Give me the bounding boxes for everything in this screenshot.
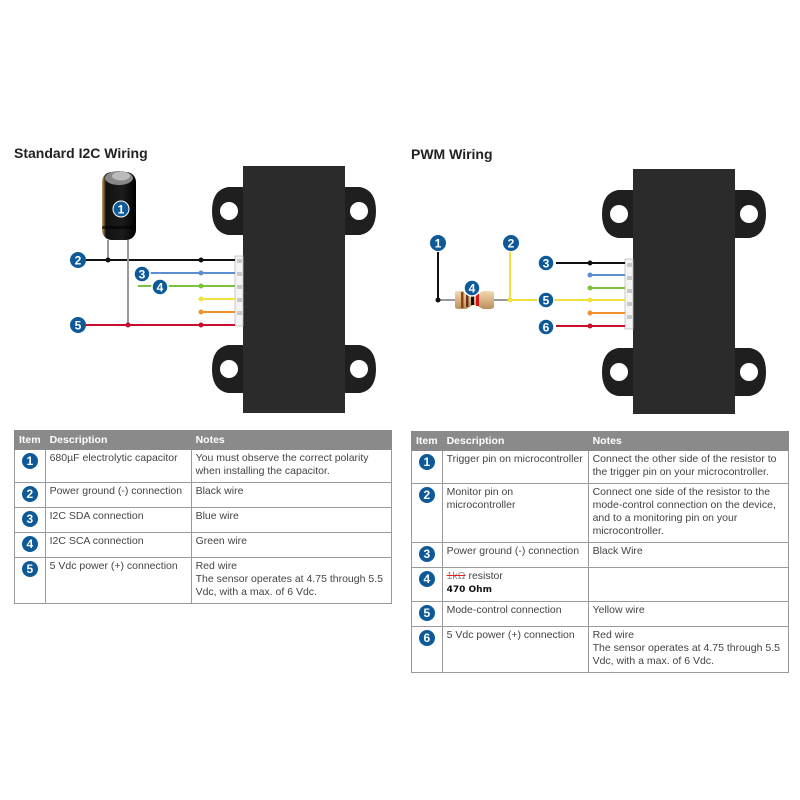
struck-resistor-value: 1kΩ — [446, 570, 466, 582]
row-notes: Black wire — [190, 482, 393, 508]
item-badge: 5 — [21, 561, 38, 577]
callout-badge-2: 2 — [503, 235, 519, 251]
svg-text:2: 2 — [75, 254, 82, 268]
corrected-resistor-value: 470 Ohm — [446, 585, 492, 595]
row-notes: Yellow wire — [587, 601, 790, 627]
row-description: Mode-control connection — [441, 601, 589, 627]
table-row: 2 Monitor pin on microcontroller Connect… — [411, 483, 790, 543]
row-notes: Red wire — [195, 560, 238, 572]
row-notes: Green wire — [190, 532, 393, 558]
row-description: I2C SCA connection — [44, 532, 192, 558]
row-description: 5 Vdc power (+) connection — [44, 557, 192, 604]
pwm-callouts: 1 2 3 4 5 6 — [430, 235, 555, 336]
i2c-callouts: 1 2 3 4 5 — [70, 200, 169, 333]
item-badge: 3 — [21, 511, 38, 527]
row-notes-detail: The sensor operates at 4.75 through 5.5 … — [195, 573, 383, 598]
i2c-wires — [86, 240, 235, 326]
table-row: 3 Power ground (-) connection Black Wire — [411, 542, 790, 568]
callout-badge-3: 3 — [537, 254, 555, 272]
callout-badge-5: 5 — [70, 317, 86, 333]
item-badge: 4 — [418, 571, 435, 587]
item-badge: 4 — [21, 536, 38, 552]
callout-badge-1: 1 — [430, 235, 446, 251]
svg-text:3: 3 — [543, 257, 550, 271]
item-badge: 1 — [418, 454, 435, 470]
pwm-wiring-title: PWM Wiring — [411, 146, 493, 162]
pwm-sensor — [602, 169, 766, 414]
table-row: 4 1kΩ resistor 470 Ohm — [411, 567, 790, 602]
connector-header — [624, 258, 634, 330]
item-badge: 2 — [418, 487, 435, 503]
svg-text:5: 5 — [75, 319, 82, 333]
callout-badge-1: 1 — [112, 200, 130, 218]
table-row: 3 I2C SDA connection Blue wire — [14, 507, 393, 533]
item-badge: 3 — [418, 546, 435, 562]
row-description: 680µF electrolytic capacitor — [44, 449, 192, 483]
row-notes-detail: The sensor operates at 4.75 through 5.5 … — [592, 642, 780, 667]
callout-badge-3: 3 — [133, 265, 151, 283]
i2c-wire-junctions — [105, 257, 204, 328]
svg-text:1: 1 — [118, 203, 125, 217]
header-notes: Notes — [587, 431, 790, 451]
svg-text:4: 4 — [157, 281, 164, 295]
header-item: Item — [14, 430, 46, 450]
row-notes — [587, 567, 790, 602]
row-notes: Black Wire — [587, 542, 790, 568]
svg-text:2: 2 — [508, 237, 515, 251]
callout-badge-5: 5 — [537, 291, 555, 309]
svg-text:5: 5 — [543, 294, 550, 308]
resistor-icon — [455, 291, 494, 309]
item-badge: 2 — [21, 486, 38, 502]
row-description: Power ground (-) connection — [441, 542, 589, 568]
wiring-diagrams: 1 2 3 4 5 1 2 3 4 5 6 — [70, 166, 766, 414]
row-description: Trigger pin on microcontroller — [441, 450, 589, 484]
svg-text:1: 1 — [435, 237, 442, 251]
item-badge: 1 — [21, 453, 38, 469]
table-row: 2 Power ground (-) connection Black wire — [14, 482, 393, 508]
row-description: Monitor pin on microcontroller — [441, 483, 589, 543]
svg-text:4: 4 — [469, 282, 476, 296]
table-row: 4 I2C SCA connection Green wire — [14, 532, 393, 558]
header-description: Description — [44, 430, 192, 450]
header-notes: Notes — [190, 430, 393, 450]
table-row: 1 Trigger pin on microcontroller Connect… — [411, 450, 790, 484]
callout-badge-4: 4 — [463, 279, 481, 297]
row-description: resistor — [465, 570, 503, 582]
header-item: Item — [411, 431, 443, 451]
header-description: Description — [441, 431, 589, 451]
row-description: 5 Vdc power (+) connection — [441, 626, 589, 673]
pwm-wire-junctions — [435, 260, 593, 329]
table-header-row: Item Description Notes — [14, 430, 393, 450]
item-badge: 6 — [418, 630, 435, 646]
svg-text:6: 6 — [543, 321, 550, 335]
table-row: 5 Mode-control connection Yellow wire — [411, 601, 790, 627]
i2c-wiring-title: Standard I2C Wiring — [14, 145, 148, 161]
table-header-row: Item Description Notes — [411, 431, 790, 451]
row-description: I2C SDA connection — [44, 507, 192, 533]
sensor-body — [243, 166, 345, 413]
row-notes: Red wire — [592, 629, 635, 641]
pwm-table: Item Description Notes 1 Trigger pin on … — [411, 431, 790, 673]
item-badge: 5 — [418, 605, 435, 621]
i2c-sensor — [212, 166, 376, 413]
row-notes: Connect the other side of the resistor t… — [587, 450, 790, 484]
sensor-body — [633, 169, 735, 414]
row-notes: Blue wire — [190, 507, 393, 533]
svg-text:3: 3 — [139, 268, 146, 282]
callout-badge-2: 2 — [70, 252, 86, 268]
table-row: 1 680µF electrolytic capacitor You must … — [14, 449, 393, 483]
connector-header — [234, 255, 244, 327]
callout-badge-6: 6 — [537, 318, 555, 336]
row-description: Power ground (-) connection — [44, 482, 192, 508]
i2c-table: Item Description Notes 1 680µF electroly… — [14, 430, 393, 604]
row-notes: You must observe the correct polarity wh… — [190, 449, 393, 483]
row-notes: Connect one side of the resistor to the … — [587, 483, 790, 543]
callout-badge-4: 4 — [151, 278, 169, 296]
